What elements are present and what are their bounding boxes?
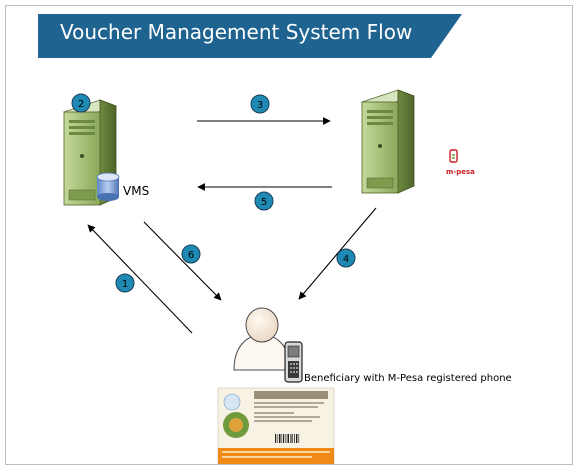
- phone-icon: [284, 341, 303, 383]
- mpesa-server-icon: [360, 89, 416, 194]
- step-number-1: 1: [122, 279, 128, 290]
- step-number-5: 5: [261, 197, 267, 208]
- arrow-4: [298, 207, 377, 300]
- step-number-2: 2: [78, 99, 84, 110]
- step-number-3: 3: [257, 100, 263, 111]
- step-number-6: 6: [188, 250, 194, 261]
- step-badge-3: 3: [250, 94, 270, 114]
- step-number-4: 4: [343, 254, 349, 265]
- title-banner: [38, 14, 462, 58]
- beneficiary-label: Beneficiary with M-Pesa registered phone: [304, 373, 512, 384]
- arrow-1: [87, 224, 193, 334]
- arrow-6: [143, 221, 222, 301]
- beneficiary-person-icon: [233, 307, 291, 371]
- step-badge-1: 1: [115, 273, 135, 293]
- mpesa-label: m-pesa: [446, 168, 475, 176]
- vms-server-icon: [62, 99, 118, 206]
- slide-border: [5, 5, 573, 465]
- voucher-card-image: [217, 387, 335, 465]
- step-badge-6: 6: [181, 244, 201, 264]
- step-badge-2: 2: [71, 93, 91, 113]
- mpesa-logo-icon: [449, 149, 458, 163]
- page-title: Voucher Management System Flow: [60, 20, 413, 44]
- step-badge-5: 5: [254, 191, 274, 211]
- step-badge-4: 4: [336, 248, 356, 268]
- vms-label: VMS: [123, 184, 150, 198]
- database-icon: [96, 172, 120, 201]
